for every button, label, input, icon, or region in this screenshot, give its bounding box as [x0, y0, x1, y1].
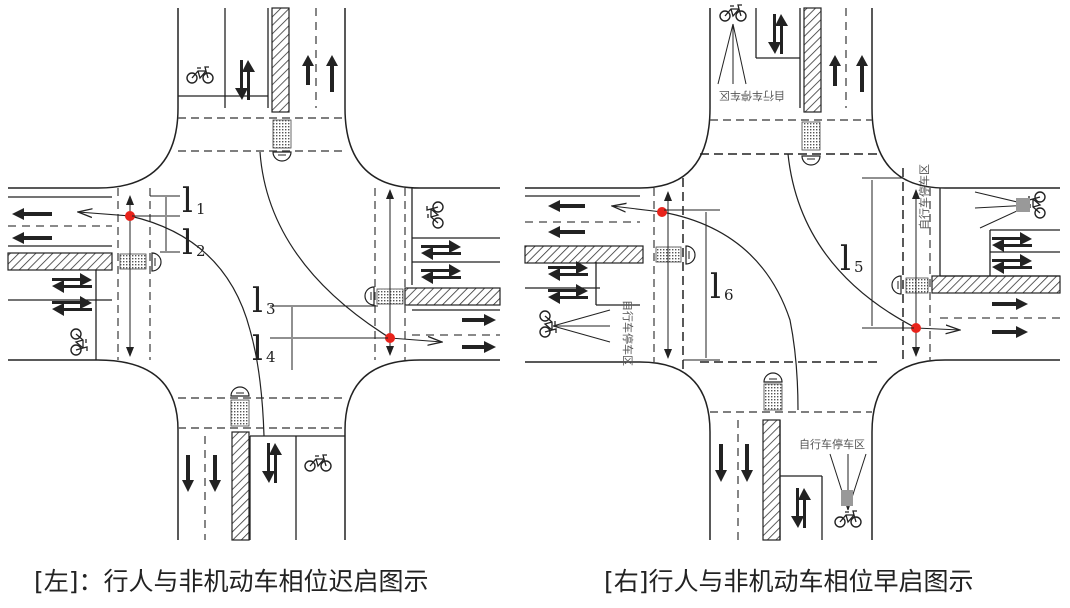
- straight-arrow-icon: [182, 455, 194, 492]
- dim-subscript-l5: 5: [854, 258, 864, 276]
- pedestrian-signal-icon: [364, 286, 375, 306]
- bike-zone-label-north: 自行车停车区: [719, 89, 785, 103]
- pedestrian-signal-icon: [891, 275, 902, 295]
- turn-arrow-icon: [262, 443, 282, 483]
- bicycle-icon: [426, 201, 444, 229]
- straight-arrow-icon: [462, 314, 496, 326]
- dim-subscript-l3: 3: [266, 300, 276, 318]
- dim-letter-l5: l: [840, 239, 851, 279]
- turn-arrow-icon: [992, 254, 1032, 274]
- crosswalk-marking: [763, 383, 783, 411]
- bike-zone-label-south: 自行车停车区: [799, 437, 865, 451]
- straight-arrow-icon: [209, 455, 221, 492]
- crosswalk-marking: [272, 119, 292, 149]
- straight-arrow-icon: [12, 232, 52, 244]
- turn-arrow-icon: [548, 261, 588, 281]
- conflict-point: [385, 333, 395, 343]
- dim-letter-l4: l: [252, 329, 263, 369]
- dim-letter-l1: l: [182, 181, 193, 221]
- bicycle-icon: [186, 66, 214, 84]
- dim-subscript-l2: 2: [196, 242, 206, 260]
- pedestrian-signal-icon: [272, 151, 292, 162]
- turn-arrow-icon: [548, 284, 588, 304]
- pedestrian-signal-icon: [151, 252, 162, 272]
- bike-zone-label-east: 自行车停车区: [917, 164, 931, 230]
- left-intersection: l 1 l 2 l 3 l 4: [7, 7, 501, 541]
- straight-arrow-icon: [856, 55, 868, 92]
- crosswalk-marking: [119, 253, 147, 270]
- crosswalk-marking: [230, 399, 250, 427]
- crosswalk-marking: [801, 121, 821, 151]
- pedestrian-signal-icon: [801, 155, 821, 166]
- turn-arrow-icon: [52, 296, 92, 316]
- bicycle-icon: [719, 4, 747, 22]
- straight-arrow-icon: [302, 55, 314, 85]
- bicycle-icon: [304, 454, 332, 472]
- turn-arrow-icon: [421, 264, 461, 284]
- straight-arrow-icon: [829, 55, 841, 86]
- conflict-point: [911, 323, 921, 333]
- bike-zone-label-west: 自行车停车区: [621, 300, 635, 366]
- straight-arrow-icon: [992, 326, 1028, 338]
- straight-arrow-icon: [12, 208, 52, 220]
- straight-arrow-icon: [462, 341, 496, 353]
- dim-letter-l6: l: [710, 267, 721, 307]
- conflict-point: [125, 211, 135, 221]
- dim-subscript-l1: 1: [196, 200, 206, 218]
- straight-arrow-icon: [741, 444, 753, 482]
- caption-right: [右]行人与非机动车相位早启图示: [604, 567, 974, 596]
- conflict-point: [657, 207, 667, 217]
- straight-arrow-icon: [326, 55, 338, 92]
- right-intersection: 自行车停车区 自行车停车区: [524, 4, 1061, 541]
- pedestrian-signal-icon: [763, 372, 783, 383]
- crosswalk-marking: [905, 277, 929, 294]
- bicycle-icon: [1028, 191, 1046, 219]
- caption-left: [左]：行人与非机动车相位迟启图示: [34, 567, 429, 596]
- turn-arrow-icon: [421, 240, 461, 260]
- straight-arrow-icon: [715, 444, 727, 482]
- bicycle-icon: [834, 510, 862, 528]
- turn-arrow-icon: [791, 488, 811, 528]
- straight-arrow-icon: [548, 200, 585, 212]
- bicycle-icon: [70, 328, 88, 356]
- dim-letter-l2: l: [182, 223, 193, 263]
- pedestrian-signal-icon: [230, 386, 250, 397]
- bicycle-icon: [539, 310, 557, 338]
- turn-arrow-icon: [52, 273, 92, 293]
- turn-arrow-icon: [992, 232, 1032, 252]
- dim-letter-l3: l: [252, 281, 263, 321]
- dim-subscript-l6: 6: [724, 286, 734, 304]
- straight-arrow-icon: [992, 298, 1028, 310]
- pedestrian-signal-icon: [685, 245, 696, 265]
- straight-arrow-icon: [548, 226, 585, 238]
- turn-arrow-icon: [235, 60, 255, 100]
- turn-arrow-icon: [768, 14, 788, 54]
- dim-subscript-l4: 4: [266, 348, 276, 366]
